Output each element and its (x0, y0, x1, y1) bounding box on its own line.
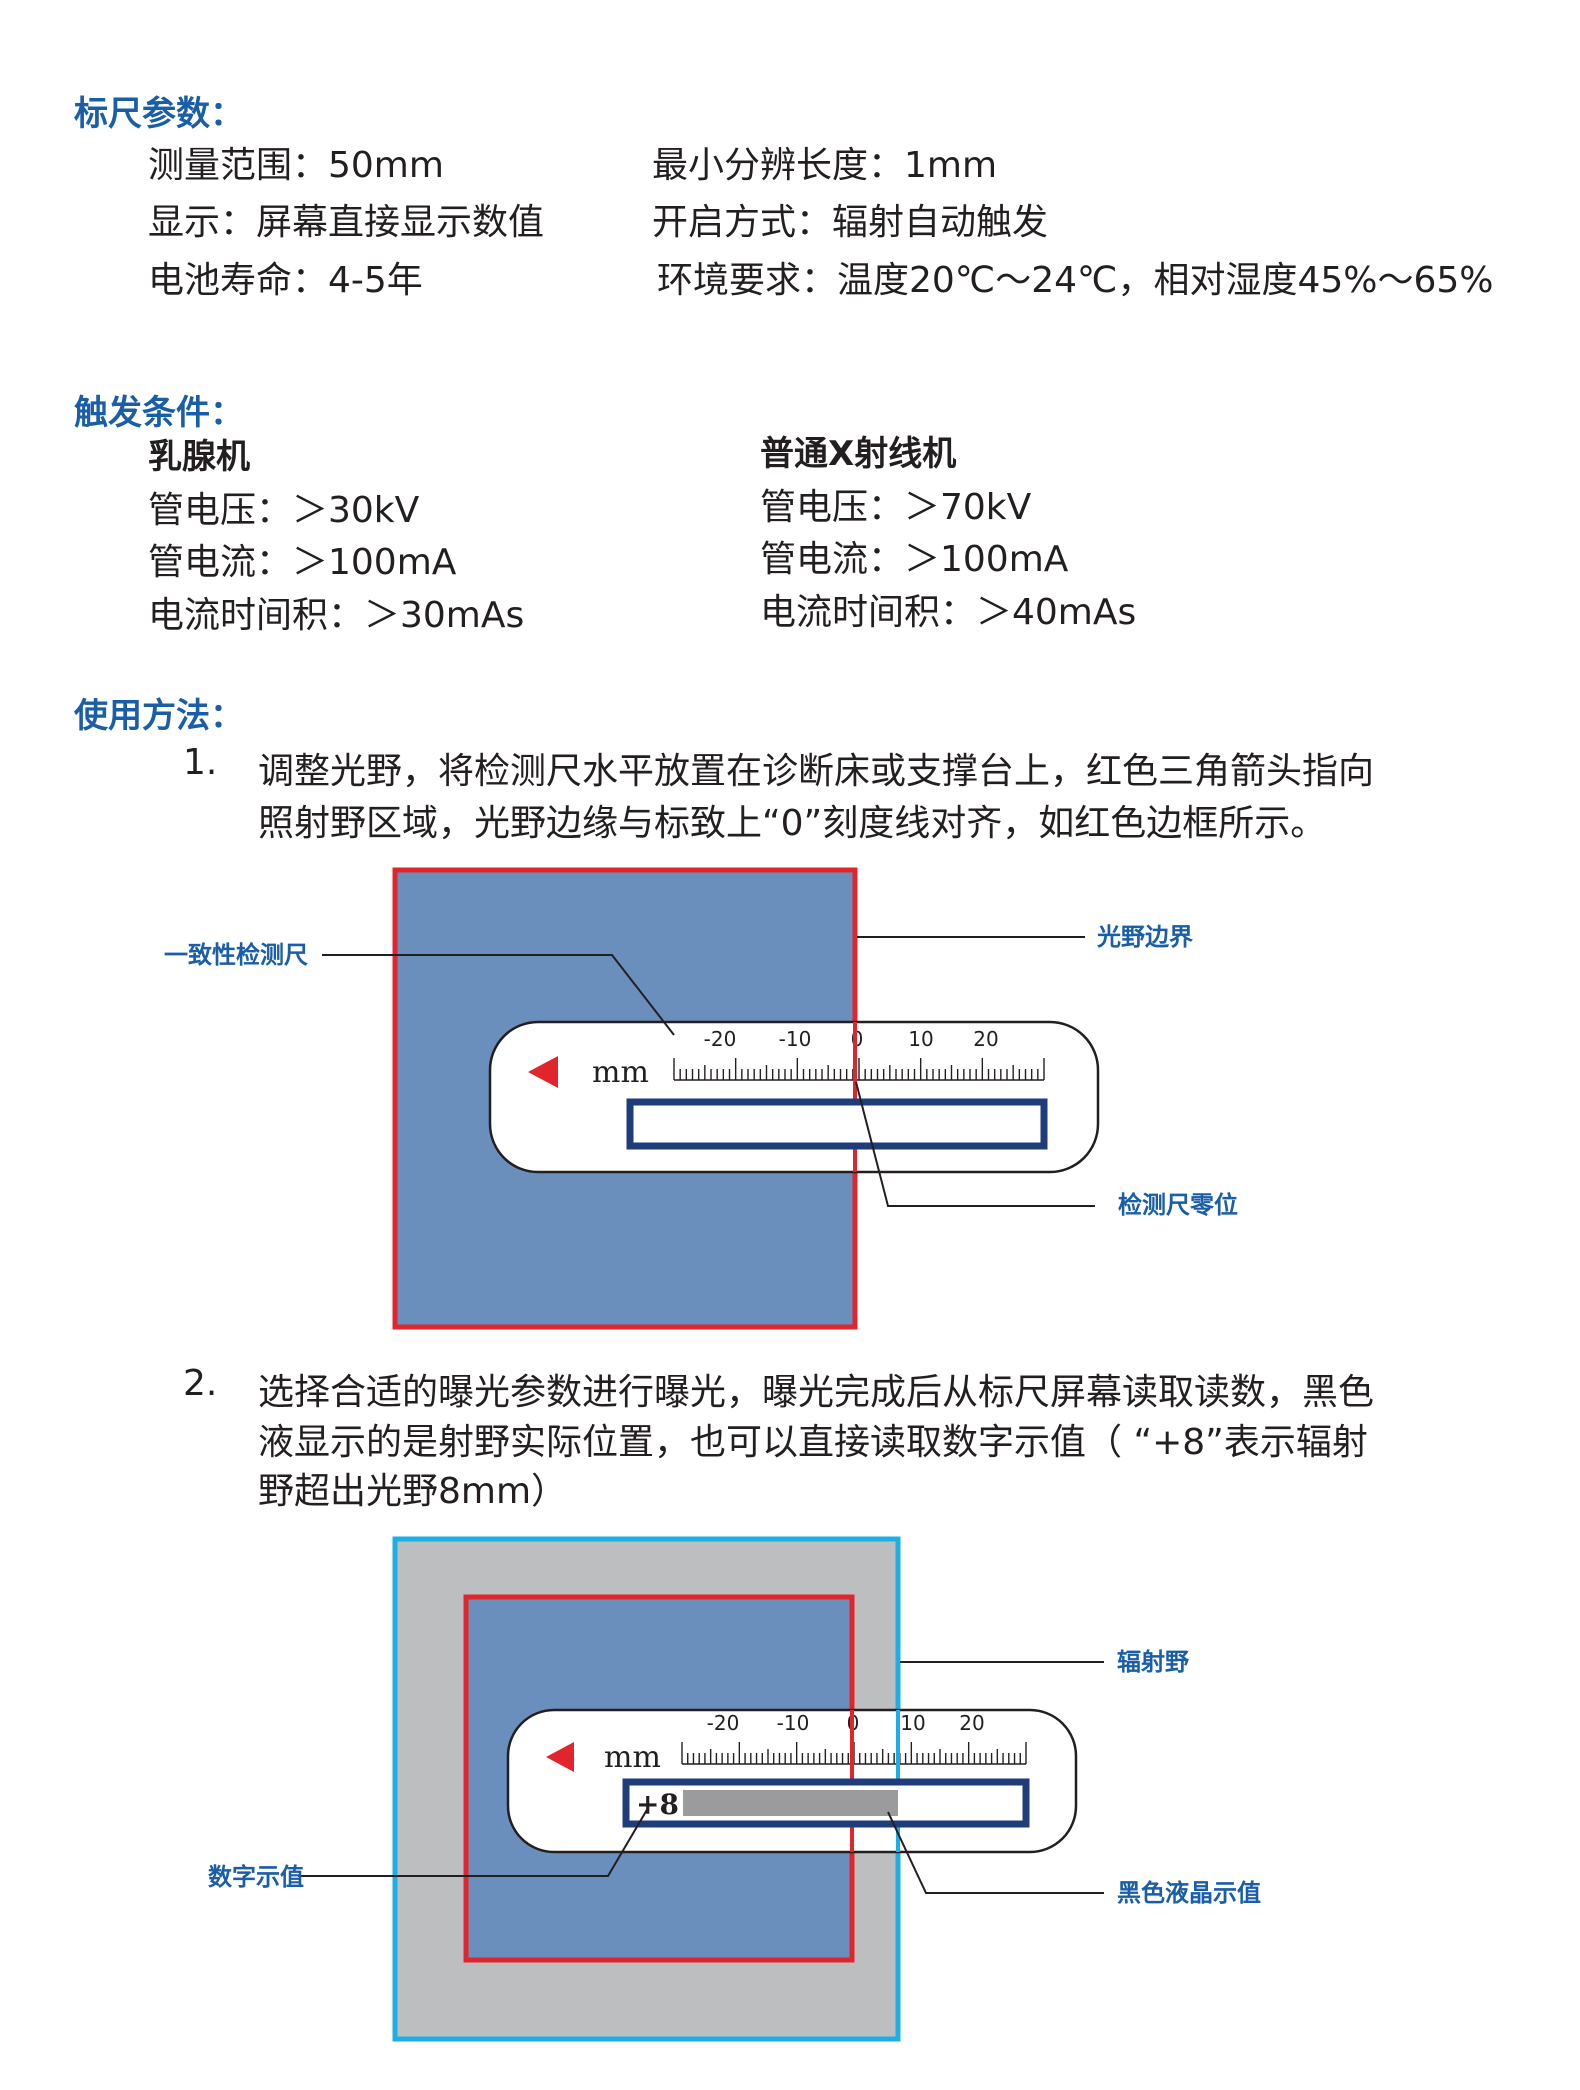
tick-label: -10 (777, 1711, 810, 1735)
label-ruler: 一致性检测尺 (164, 941, 308, 969)
label-zero: 检测尺零位 (1118, 1191, 1238, 1219)
spec-range: 测量范围：50mm (148, 145, 444, 186)
ruler-ticks (681, 1742, 1027, 1764)
mammo-current: 管电流：＞100mA (148, 542, 457, 583)
mammo-title: 乳腺机 (148, 437, 250, 477)
step2-line2: 液显示的是射野实际位置，也可以直接读取数字示值（ “+8”表示辐射 (258, 1422, 1368, 1463)
step1-line2: 照射野区域，光野边缘与标致上“0”刻度线对齐，如红色边框所示。 (258, 803, 1327, 844)
mammo-mas: 电流时间积：＞30mAs (148, 595, 525, 636)
callout-ruler (322, 954, 675, 1036)
xray-mas: 电流时间积：＞40mAs (760, 592, 1137, 633)
label-digital: 数字示值 (208, 1863, 304, 1891)
label-light-field: 光野边界 (1096, 923, 1193, 951)
tick-label: 20 (959, 1711, 984, 1735)
xray-voltage: 管电压：＞70kV (760, 487, 1032, 528)
label-radiation-field: 辐射野 (1117, 1648, 1189, 1676)
step2-line1: 选择合适的曝光参数进行曝光，曝光完成后从标尺屏幕读取读数，黑色 (258, 1372, 1375, 1413)
step2-number: 2. (183, 1363, 218, 1404)
lcd-black-fill (683, 1790, 898, 1816)
red-arrow-icon (546, 1742, 574, 1772)
spec-heading: 标尺参数： (74, 94, 244, 134)
step2-line3: 野超出光野8mm） (258, 1471, 568, 1512)
ruler-ticks (673, 1058, 1045, 1080)
diagram2: mm -20 -10 0 10 20 +8 辐射野 数字示值 黑色液晶示值 (208, 1536, 1261, 2042)
tick-label: -10 (779, 1027, 812, 1051)
tick-label: 10 (908, 1027, 933, 1051)
trigger-heading: 触发条件： (74, 393, 244, 433)
ruler-unit: mm (592, 1055, 649, 1090)
mammo-voltage: 管电压：＞30kV (148, 490, 420, 531)
tick-label: 10 (900, 1711, 925, 1735)
spec-display: 显示：屏幕直接显示数值 (148, 202, 545, 243)
spec-environment: 环境要求：温度20℃～24℃，相对湿度45%～65% (657, 260, 1494, 301)
red-arrow-icon (528, 1056, 558, 1088)
tick-label: -20 (704, 1027, 737, 1051)
spec-battery: 电池寿命：4-5年 (148, 260, 423, 301)
diagram1: mm -20 -10 0 10 20 一致性检测尺 光野边界 检测尺零位 (164, 867, 1238, 1330)
step1-line1: 调整光野，将检测尺水平放置在诊断床或支撑台上，红色三角箭头指向 (258, 751, 1375, 792)
callout-lcd (887, 1811, 1104, 1894)
spec-trigger-mode: 开启方式：辐射自动触发 (652, 202, 1049, 243)
spec-resolution: 最小分辨长度：1mm (652, 145, 998, 186)
callout-digital (298, 1807, 649, 1877)
callout-zero (855, 1081, 1095, 1207)
ruler-unit: mm (604, 1740, 661, 1775)
usage-heading: 使用方法： (74, 696, 244, 736)
lcd-frame (626, 1098, 1048, 1150)
label-lcd: 黑色液晶示值 (1117, 1879, 1261, 1907)
step1-number: 1. (183, 742, 218, 783)
xray-current: 管电流：＞100mA (760, 539, 1069, 580)
tick-label: -20 (707, 1711, 740, 1735)
xray-title: 普通X射线机 (760, 434, 957, 474)
tick-label: 20 (973, 1027, 998, 1051)
